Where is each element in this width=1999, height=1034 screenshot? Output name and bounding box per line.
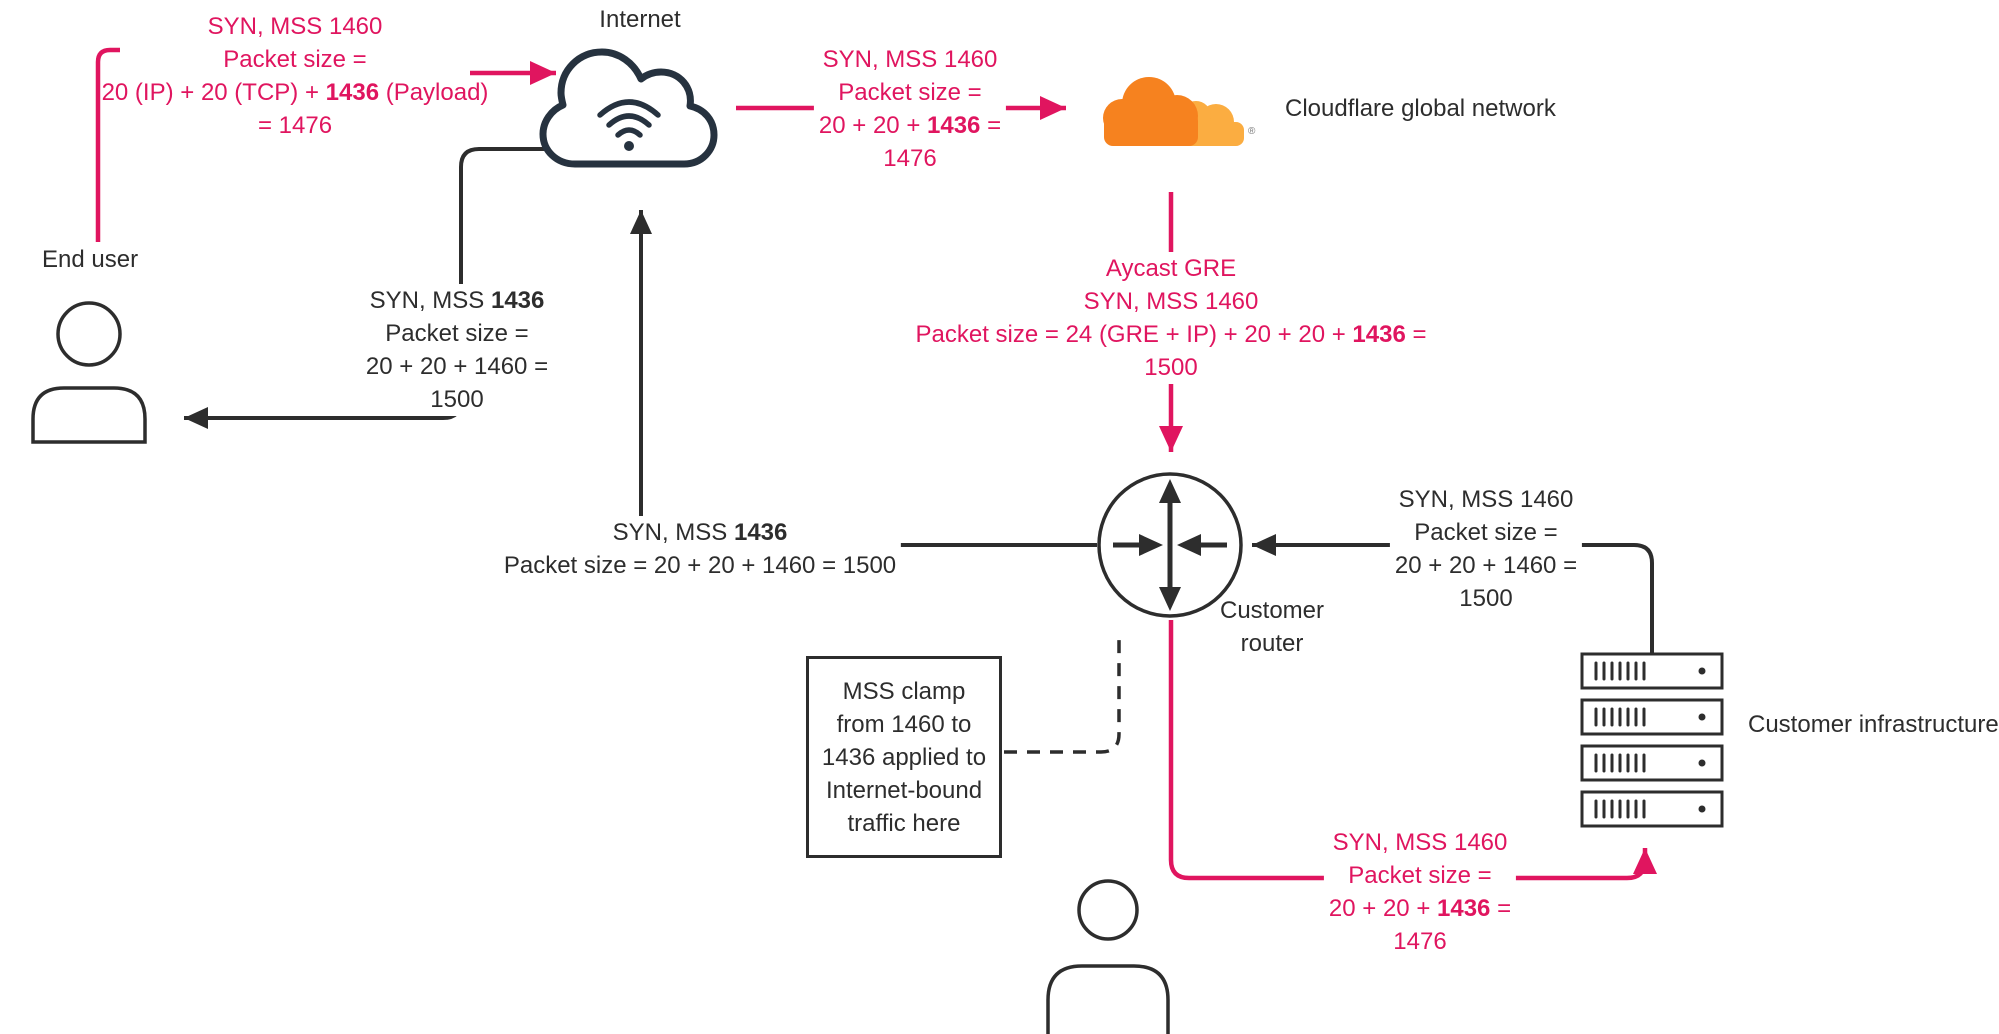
label-line: Packet size = 20 + 20 + 1460 = 1500 xyxy=(503,552,897,579)
text-segment: Packet size = 24 (GRE + IP) + 20 + 20 + xyxy=(915,321,1353,348)
label-line: 1436 applied to xyxy=(821,743,987,771)
label-line: SYN, MSS 1460 xyxy=(822,46,998,73)
label-line: SYN, MSS 1460 xyxy=(1083,288,1259,315)
label-line: SYN, MSS 1460 xyxy=(1332,829,1508,856)
text-segment: = xyxy=(980,112,1002,139)
label-line: 20 + 20 + 1460 = xyxy=(365,353,549,380)
server-row xyxy=(1580,790,1724,828)
label-line: 20 + 20 + 1436 = xyxy=(819,109,1001,142)
text-segment: 1436 xyxy=(1352,321,1406,348)
internet-cloud-icon xyxy=(539,48,718,168)
text-segment: 1436 xyxy=(927,112,981,139)
text-segment: = xyxy=(1405,321,1427,348)
end-user-label: End user xyxy=(42,246,139,273)
internet-label: Internet xyxy=(599,6,681,33)
label-line: traffic here xyxy=(847,809,961,837)
label-line: 1476 xyxy=(1393,928,1447,955)
arrow-internet-to-user xyxy=(184,147,578,429)
customer-router-icon xyxy=(1097,472,1243,618)
dashed-clamp-connector xyxy=(1004,634,1121,754)
text-segment: SYN, MSS xyxy=(612,519,734,546)
customer-router-label: Customer router xyxy=(1220,594,1324,660)
label-line: 20 (IP) + 20 (TCP) + 1436 (Payload) xyxy=(102,76,489,109)
customer-infrastructure-label: Customer infrastructure xyxy=(1748,711,1999,738)
cloudflare-logo-icon xyxy=(1103,77,1244,146)
label-line: 1500 xyxy=(430,386,484,413)
label-line: 1500 xyxy=(1144,354,1198,381)
text-segment: (Payload) xyxy=(379,79,489,106)
text-segment: 20 + 20 + xyxy=(1328,895,1438,922)
text-segment: 1436 xyxy=(1437,895,1491,922)
mss-clamp-note: MSS clamp from 1460 to 1436 applied to I… xyxy=(806,656,1002,858)
label-line: Packet size = xyxy=(223,46,367,73)
label-line: 20 + 20 + 1460 = xyxy=(1394,552,1578,579)
server-row xyxy=(1580,652,1724,690)
end-user-icon xyxy=(31,301,147,444)
flow-label-cloudflare-to-router: Aycast GRE SYN, MSS 1460 Packet size = 2… xyxy=(910,252,1432,384)
line-user-up xyxy=(95,47,120,242)
person-icon xyxy=(1046,879,1170,1034)
text-segment: 20 + 20 + xyxy=(818,112,928,139)
flow-label-infrastructure-to-router: SYN, MSS 1460 Packet size = 20 + 20 + 14… xyxy=(1389,483,1583,615)
flow-label-router-to-infrastructure: SYN, MSS 1460 Packet size = 20 + 20 + 14… xyxy=(1323,826,1517,958)
label-line: = 1476 xyxy=(257,112,333,139)
text-segment: 20 (IP) + 20 (TCP) + xyxy=(101,79,326,106)
text-segment: = xyxy=(1490,895,1512,922)
label-line: from 1460 to xyxy=(836,710,972,738)
text-segment: 1436 xyxy=(733,519,788,546)
flow-label-router-to-internet: SYN, MSS 1436 Packet size = 20 + 20 + 14… xyxy=(498,516,902,582)
arrow-infrastructure-to-router xyxy=(1252,534,1654,656)
label-line: Packet size = xyxy=(838,79,982,106)
label-line: Packet size = 24 (GRE + IP) + 20 + 20 + … xyxy=(916,318,1427,351)
flow-label-internet-to-cloudflare: SYN, MSS 1460 Packet size = 20 + 20 + 14… xyxy=(813,43,1007,175)
server-row xyxy=(1580,744,1724,782)
label-line: 1476 xyxy=(883,145,937,172)
label-line: SYN, MSS 1436 xyxy=(504,516,896,549)
label-line: Internet-bound xyxy=(825,776,983,804)
server-row xyxy=(1580,698,1724,736)
flow-label-internet-to-user: SYN, MSS 1436 Packet size = 20 + 20 + 14… xyxy=(360,284,554,416)
text-segment: 1436 xyxy=(490,287,545,314)
flow-label-user-to-internet: SYN, MSS 1460 Packet size = 20 (IP) + 20… xyxy=(102,10,489,142)
cloudflare-label: Cloudflare global network xyxy=(1285,95,1556,122)
label-line: Packet size = xyxy=(1414,519,1558,546)
label-line: SYN, MSS 1460 xyxy=(1398,486,1574,513)
label-line: 20 + 20 + 1436 = xyxy=(1329,892,1511,925)
label-line: 1500 xyxy=(1459,585,1513,612)
text-segment: SYN, MSS xyxy=(369,287,491,314)
label-line: SYN, MSS 1460 xyxy=(207,13,383,40)
label-line: router xyxy=(1240,630,1304,657)
text-segment: 1436 xyxy=(325,79,380,106)
label-line: Packet size = xyxy=(385,320,529,347)
label-line: MSS clamp xyxy=(842,677,966,705)
registered-mark: ® xyxy=(1248,126,1256,137)
wifi-icon xyxy=(597,99,661,151)
server-stack-icon xyxy=(1580,652,1724,828)
label-line: Packet size = xyxy=(1348,862,1492,889)
label-line: Customer xyxy=(1219,597,1325,624)
label-line: Aycast GRE xyxy=(1105,255,1237,282)
label-line: SYN, MSS 1436 xyxy=(366,284,548,317)
